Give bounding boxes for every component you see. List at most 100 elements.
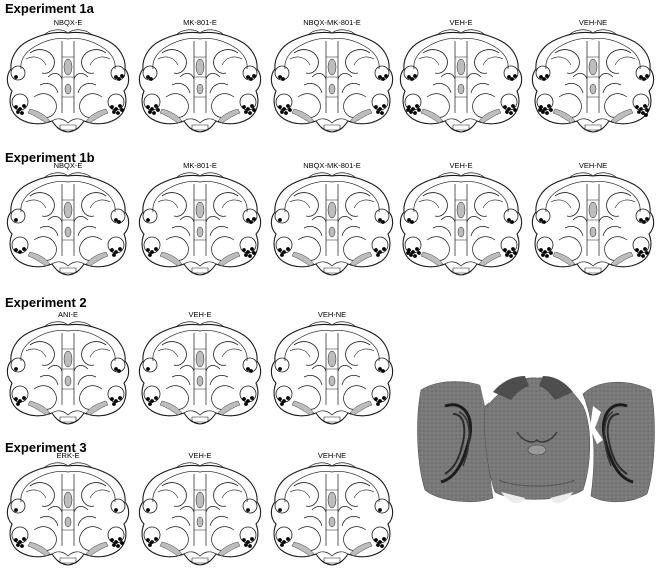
brain-outline-stroke xyxy=(39,83,97,94)
brain-outline-stroke xyxy=(349,251,373,267)
placement-dot xyxy=(114,75,118,79)
brain-outline-stroke xyxy=(89,348,111,358)
brain-outline-stroke xyxy=(572,216,614,223)
placement-dot xyxy=(149,77,153,81)
brain-outline-stroke xyxy=(327,58,337,76)
coronal-brain-section-icon xyxy=(138,172,262,276)
brain-outline-stroke xyxy=(303,516,361,527)
brain-outline-stroke xyxy=(191,124,209,131)
brain-outline-stroke xyxy=(326,56,338,98)
brain-outline-stroke xyxy=(110,498,126,514)
brain-outline-stroke xyxy=(47,506,89,513)
brain-outline-stroke xyxy=(284,181,380,213)
brain-outline-stroke xyxy=(85,541,109,557)
brain-outline-stroke xyxy=(175,172,225,179)
placement-dot xyxy=(146,508,150,512)
placement-dot xyxy=(16,110,20,114)
placement-dot xyxy=(278,508,282,512)
coronal-brain-section-icon xyxy=(531,29,655,133)
brain-outline-stroke xyxy=(47,365,89,372)
experiment-title: Experiment 1b xyxy=(5,150,95,165)
brain-outline-stroke xyxy=(59,267,77,274)
placement-dot xyxy=(14,218,18,222)
brain-outline-stroke xyxy=(440,73,482,80)
placement-dot xyxy=(18,250,22,254)
placement-dot xyxy=(278,105,282,109)
placement-dot xyxy=(378,367,382,371)
brain-outline-stroke xyxy=(550,56,572,66)
placement-dot xyxy=(642,77,646,81)
placement-dot xyxy=(281,77,285,81)
placement-dot xyxy=(547,247,551,251)
placement-dot xyxy=(280,253,284,257)
brain-outline-stroke xyxy=(159,541,183,557)
brain-outline-stroke xyxy=(589,83,597,95)
coronal-brain-section-icon xyxy=(270,29,394,133)
brain-outline-stroke xyxy=(43,29,93,36)
brain-outline-stroke xyxy=(138,31,262,133)
placement-dot xyxy=(406,251,410,255)
brain-outline-stroke xyxy=(138,464,262,566)
placement-dot xyxy=(250,537,254,541)
brain-outline-stroke xyxy=(343,385,367,410)
placement-dot xyxy=(539,248,543,252)
placement-dot xyxy=(152,111,156,115)
brain-outline-stroke xyxy=(274,498,290,514)
placement-dot xyxy=(146,367,150,371)
brain-outline-stroke xyxy=(6,174,130,276)
brain-outline-stroke xyxy=(303,375,361,386)
placement-dot xyxy=(538,108,542,112)
placement-dot xyxy=(635,248,639,252)
brain-outline-stroke xyxy=(311,216,353,223)
placement-dot xyxy=(117,77,121,81)
placement-dot xyxy=(16,543,20,547)
brain-section-photo-image xyxy=(417,376,655,504)
placement-dot xyxy=(282,107,286,111)
brain-outline-stroke xyxy=(420,108,444,124)
brain-outline-stroke xyxy=(81,341,107,366)
brain-outline-stroke xyxy=(474,192,500,217)
brain-outline-stroke xyxy=(89,489,111,499)
brain-outline-stroke xyxy=(440,216,482,223)
placement-dot xyxy=(249,220,253,224)
placement-dot xyxy=(549,108,553,112)
placement-dot xyxy=(413,111,417,115)
brain-outline-stroke xyxy=(418,199,440,209)
brain-outline-stroke xyxy=(587,199,599,241)
placement-dot xyxy=(252,217,256,221)
brain-outline-stroke xyxy=(274,208,290,224)
placement-dot xyxy=(154,537,158,541)
placement-dot xyxy=(146,105,150,109)
brain-outline-stroke xyxy=(327,491,337,509)
brain-outline-stroke xyxy=(323,267,341,274)
brain-outline-stroke xyxy=(171,226,229,237)
brain-outline-stroke xyxy=(474,49,500,74)
brain-outline-stroke xyxy=(165,526,189,551)
brain-outline-stroke xyxy=(307,172,357,179)
brain-outline-stroke xyxy=(157,348,179,358)
placement-dot xyxy=(513,108,517,112)
brain-outline-stroke xyxy=(47,216,89,223)
placement-dot xyxy=(286,247,290,251)
brain-outline-stroke xyxy=(138,323,262,425)
brain-outline-stroke xyxy=(33,93,57,118)
brain-outline-stroke xyxy=(159,400,183,416)
brain-outline-stroke xyxy=(194,489,206,531)
brain-outline-stroke xyxy=(345,482,371,507)
brain-outline-stroke xyxy=(39,226,97,237)
brain-outline-stroke xyxy=(293,482,319,507)
placement-dot xyxy=(282,399,286,403)
panel-label: NBQX-MK-801-E xyxy=(303,161,361,170)
brain-outline-stroke xyxy=(289,348,311,358)
brain-outline-stroke xyxy=(165,236,189,261)
coronal-brain-section-icon xyxy=(6,321,130,425)
brain-outline-stroke xyxy=(455,199,467,241)
brain-outline-stroke xyxy=(79,236,103,261)
placement-dot xyxy=(376,543,380,547)
placement-dot xyxy=(407,248,411,252)
placement-dot xyxy=(639,250,643,254)
placement-dot xyxy=(378,540,382,544)
placement-dot xyxy=(14,248,18,252)
placement-dot xyxy=(644,113,648,117)
brain-outline-stroke xyxy=(327,350,337,368)
